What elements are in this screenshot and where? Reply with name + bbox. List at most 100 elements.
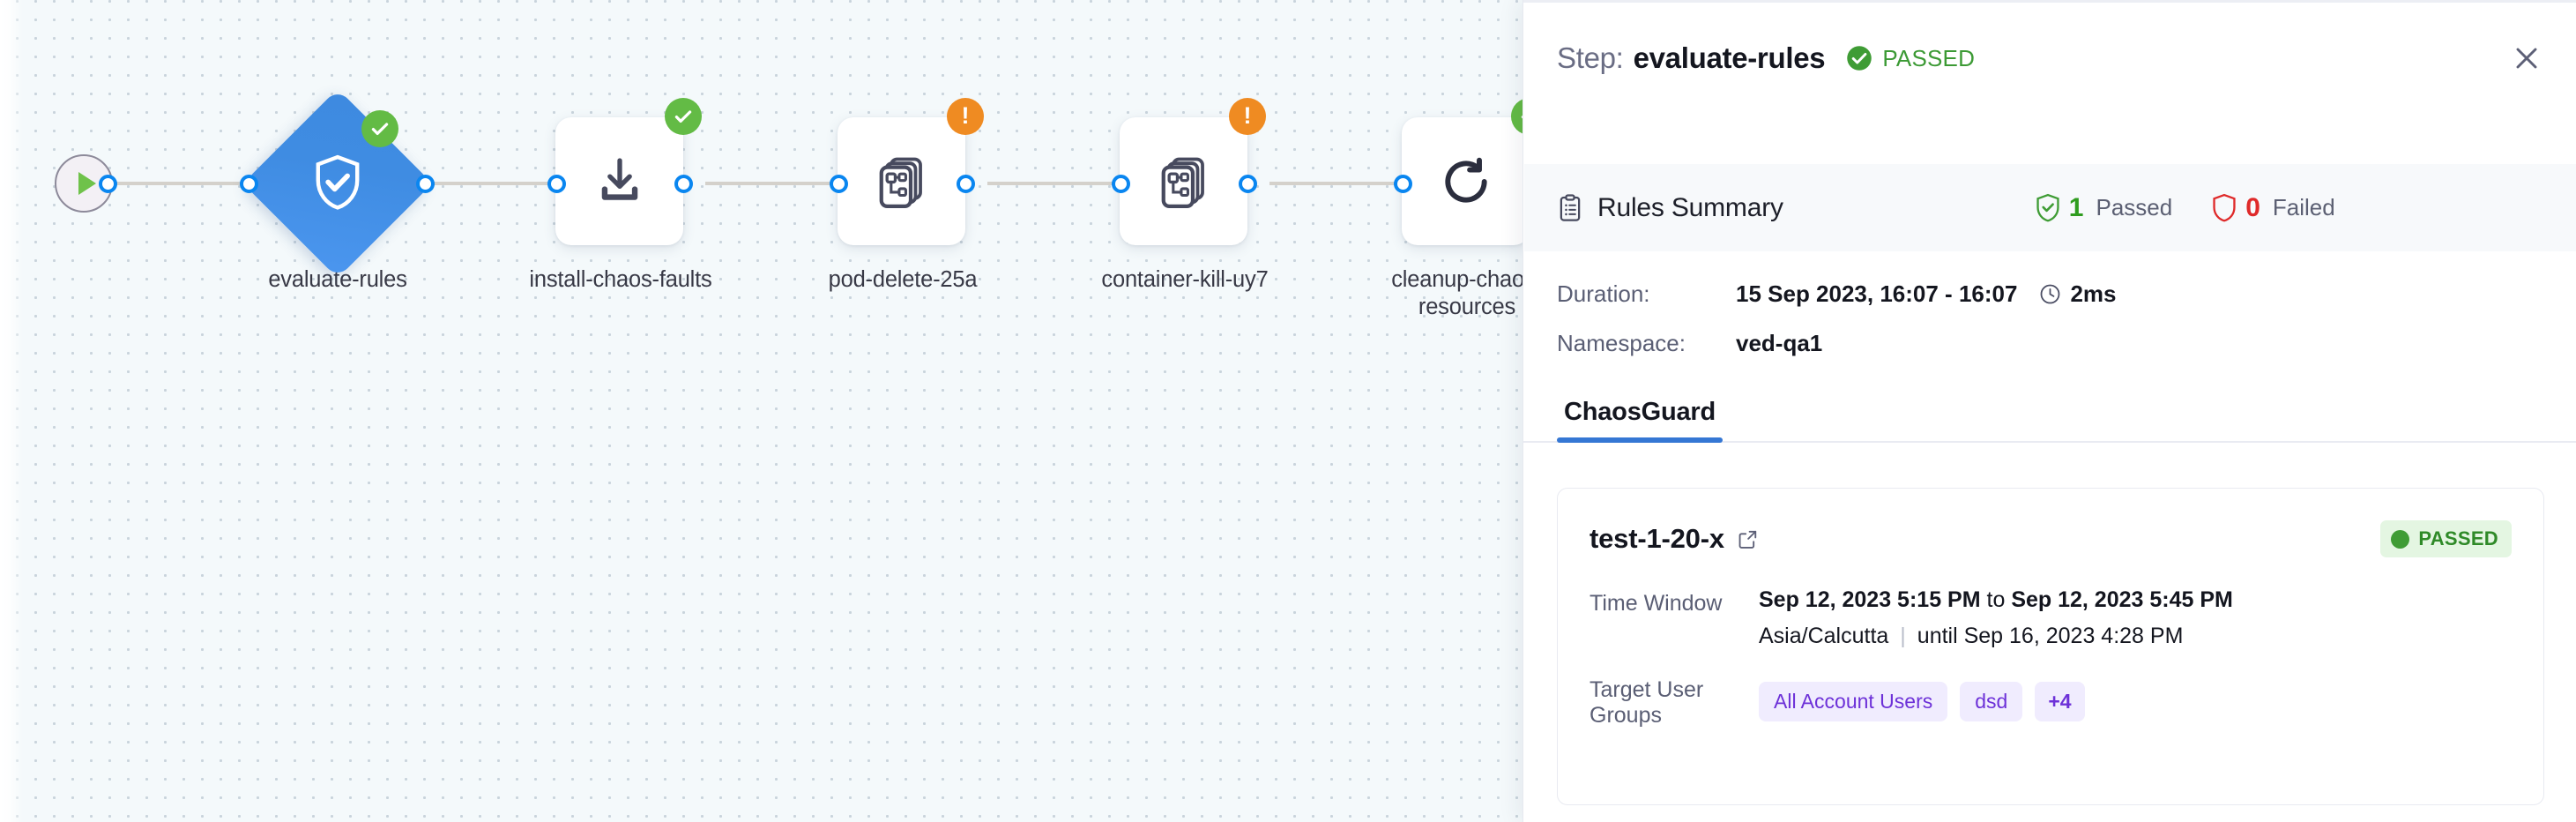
node-container-kill-uy7[interactable]: ! — [1120, 98, 1266, 245]
chaos-fault-icon — [876, 154, 927, 209]
exclamation-circle-icon: ! — [961, 101, 970, 129]
port-poddelete-in[interactable] — [830, 175, 848, 193]
until-value: until Sep 16, 2023 4:28 PM — [1917, 624, 2184, 648]
port-containerkill-in[interactable] — [1112, 175, 1130, 193]
panel-header: Step: evaluate-rules PASSED — [1557, 34, 2546, 83]
time-window-start: Sep 12, 2023 5:15 PM — [1759, 587, 1981, 612]
connector-start-to-evaluate — [108, 182, 252, 185]
status-badge: PASSED — [1846, 45, 1975, 72]
node-pod-delete-25a[interactable]: ! — [838, 98, 984, 245]
result-status-text: PASSED — [2418, 527, 2498, 549]
failed-count: 0 — [2245, 192, 2260, 222]
step-label: Step: — [1557, 41, 1624, 74]
step-detail-panel: Step: evaluate-rules PASSED — [1523, 0, 2576, 822]
time-window-sub: Asia/Calcutta | until Sep 16, 2023 4:28 … — [1759, 624, 2233, 649]
time-window-value: Sep 12, 2023 5:15 PM to Sep 12, 2023 5:4… — [1759, 587, 2233, 649]
duration-range: 15 Sep 2023, 16:07 - 16:07 — [1736, 280, 2018, 307]
status-dot-icon — [2391, 529, 2410, 549]
node-label-pod-delete-25a: pod-delete-25a — [828, 267, 978, 292]
clock-icon — [2039, 283, 2061, 305]
node-box — [555, 117, 683, 245]
port-install-out[interactable] — [674, 175, 693, 193]
close-icon — [2513, 44, 2541, 72]
duration-value: 2ms — [2070, 280, 2117, 307]
page-title: Step: evaluate-rules — [1557, 41, 1826, 75]
target-groups-label: Target User Groups — [1590, 677, 1704, 728]
failed-label: Failed — [2272, 194, 2335, 220]
time-window-joiner: to — [1986, 587, 2006, 612]
meta-value-namespace: ved-qa1 — [1736, 329, 1823, 356]
rules-summary-counts: 1 Passed 0 Failed — [2035, 193, 2335, 223]
chip-target-group[interactable]: dsd — [1960, 681, 2023, 721]
pipeline-canvas[interactable]: evaluate-rules install-chaos-faults — [0, 0, 1523, 822]
node-cleanup-chaos-resources[interactable] — [1402, 98, 1523, 245]
status-badge-success — [1511, 98, 1523, 135]
divider: | — [1900, 624, 1906, 648]
node-label-install-chaos-faults: install-chaos-faults — [529, 267, 712, 292]
port-cleanup-in[interactable] — [1394, 175, 1412, 193]
result-card-rows: Time Window Sep 12, 2023 5:15 PM to Sep … — [1590, 587, 2512, 729]
rules-failed-count: 0 Failed — [2211, 193, 2335, 223]
chaosguard-result-card: test-1-20-x PASSED Time W — [1557, 488, 2544, 805]
result-name-group: test-1-20-x — [1590, 523, 1759, 555]
rules-summary-bar: Rules Summary 1 Passed — [1524, 164, 2576, 251]
clipboard-list-icon — [1558, 193, 1582, 222]
shield-check-icon — [2035, 193, 2061, 222]
shield-icon — [2211, 193, 2237, 222]
play-icon — [78, 172, 96, 195]
step-meta: Duration: 15 Sep 2023, 16:07 - 16:07 2ms — [1557, 269, 2438, 368]
check-circle-icon — [672, 105, 695, 128]
canvas-left-fade — [0, 0, 23, 822]
refresh-icon — [1439, 154, 1493, 209]
row-target-user-groups: Target User Groups All Account Users dsd… — [1590, 674, 2512, 729]
port-poddelete-out[interactable] — [957, 175, 975, 193]
connector-evaluate-to-install — [425, 182, 570, 185]
node-box — [1120, 117, 1247, 245]
meta-key-namespace: Namespace: — [1557, 329, 1686, 356]
exclamation-circle-icon: ! — [1243, 101, 1252, 129]
passed-count: 1 — [2068, 192, 2084, 222]
connector-install-to-poddelete — [705, 182, 852, 185]
chaos-fault-icon — [1158, 154, 1210, 209]
duration-elapsed: 2ms — [2039, 280, 2117, 308]
rules-summary-title: Rules Summary — [1597, 192, 1783, 222]
tab-chaosguard[interactable]: ChaosGuard — [1557, 398, 1724, 443]
check-circle-icon — [1846, 45, 1872, 71]
time-window-label: Time Window — [1590, 591, 1723, 616]
status-badge-success — [361, 110, 398, 147]
result-name: test-1-20-x — [1590, 523, 1724, 554]
meta-value-duration: 15 Sep 2023, 16:07 - 16:07 2ms — [1736, 280, 2117, 308]
status-badge-warning: ! — [947, 98, 984, 135]
connector-containerkill-to-cleanup — [1269, 182, 1416, 185]
port-install-in[interactable] — [547, 175, 566, 193]
status-badge-warning: ! — [1229, 98, 1266, 135]
row-time-window: Time Window Sep 12, 2023 5:15 PM to Sep … — [1590, 587, 2512, 649]
target-groups-chips: All Account Users dsd +4 — [1759, 681, 2085, 721]
chip-target-group-more[interactable]: +4 — [2035, 681, 2085, 721]
diamond-wrapper — [242, 88, 432, 278]
port-evaluate-in[interactable] — [240, 175, 258, 193]
meta-row-namespace: Namespace: ved-qa1 — [1557, 318, 2438, 368]
rules-passed-count: 1 Passed — [2035, 193, 2172, 223]
download-icon — [592, 153, 648, 210]
panel-top-divider — [1523, 0, 2576, 3]
close-button[interactable] — [2507, 39, 2546, 78]
port-start-out[interactable] — [99, 175, 117, 193]
timezone-value: Asia/Calcutta — [1759, 624, 1889, 648]
time-window-end: Sep 12, 2023 5:45 PM — [2011, 587, 2233, 612]
chip-target-group[interactable]: All Account Users — [1759, 681, 1948, 721]
external-link-icon[interactable] — [1737, 528, 1759, 550]
rules-summary-left: Rules Summary — [1558, 193, 1783, 223]
port-evaluate-out[interactable] — [416, 175, 435, 193]
result-card-header: test-1-20-x PASSED — [1590, 519, 2512, 559]
step-name: evaluate-rules — [1633, 41, 1826, 74]
port-containerkill-out[interactable] — [1239, 175, 1257, 193]
passed-label: Passed — [2096, 194, 2173, 220]
result-status-badge: PASSED — [2380, 520, 2512, 557]
panel-tabs: ChaosGuard — [1523, 379, 2576, 443]
node-label-container-kill-uy7: container-kill-uy7 — [1101, 267, 1269, 292]
node-install-chaos-faults[interactable] — [555, 98, 702, 245]
connector-poddelete-to-containerkill — [987, 182, 1134, 185]
meta-key-duration: Duration: — [1557, 280, 1650, 307]
node-label-cleanup-chaos-resources: cleanup-chaos-resources — [1391, 267, 1523, 319]
